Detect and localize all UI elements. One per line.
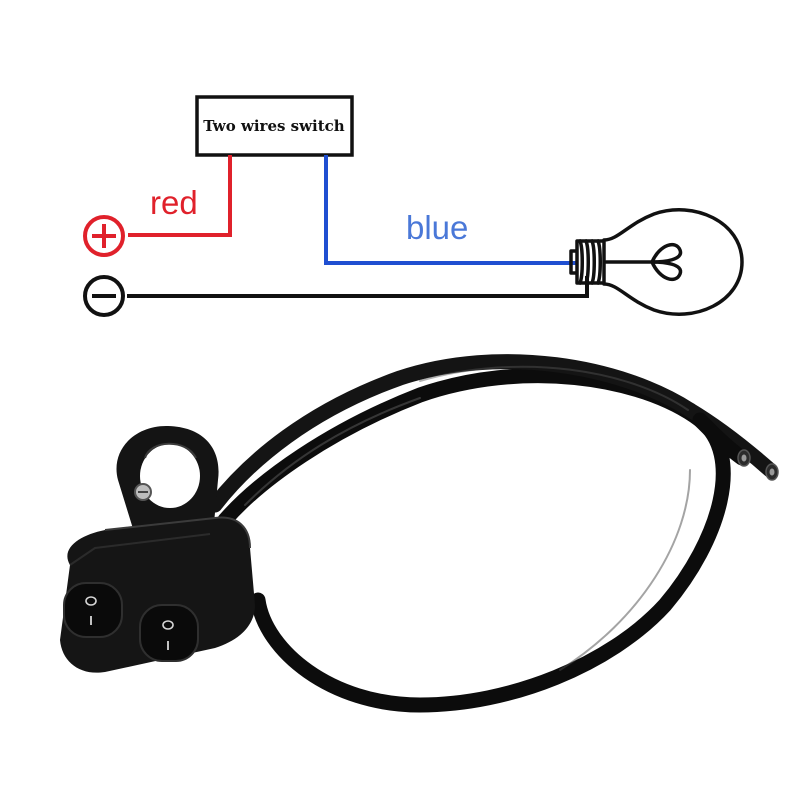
negative-terminal-icon: [83, 275, 125, 317]
rocker-off-symbol: [162, 620, 174, 630]
rocker-switch-2: [139, 604, 199, 662]
light-bulb-icon: [569, 208, 744, 316]
switch-box: Two wires switch: [195, 95, 354, 157]
handlebar-switch-product: [60, 354, 779, 713]
red-wire-label: red: [150, 184, 198, 221]
switch-box-label: Two wires switch: [203, 117, 344, 135]
wiring-diagram: Two wires switch red blue: [83, 95, 744, 317]
blue-wire: [324, 155, 576, 265]
cable: [207, 354, 778, 713]
black-wire: [127, 276, 589, 298]
red-wire: [128, 155, 232, 237]
rocker-off-symbol: [85, 596, 97, 606]
blue-wire-label: blue: [406, 209, 468, 246]
clamp-ring: [116, 425, 219, 545]
positive-terminal-icon: [83, 215, 125, 257]
rocker-switch-1: [63, 582, 123, 638]
cable-end: [737, 449, 779, 481]
